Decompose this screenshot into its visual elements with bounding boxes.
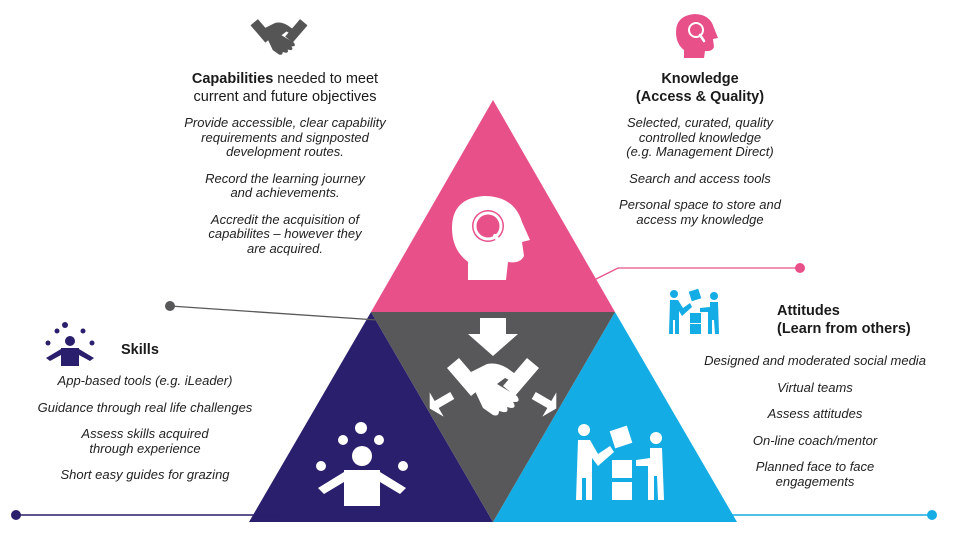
attitudes-item: Virtual teams <box>777 379 853 395</box>
capabilities-block: Capabilities needed to meet current and … <box>135 70 435 256</box>
attitudes-block: Designed and moderated social media Virt… <box>670 353 960 489</box>
skills-item: Assess skills acquired <box>81 426 209 441</box>
knowledge-text: (e.g. Management Direct) <box>626 144 774 159</box>
arrow-right-icon <box>531 392 557 417</box>
knowledge-title: Knowledge <box>661 71 739 87</box>
skills-connector-dot <box>11 510 21 520</box>
skills-item: App-based tools (e.g. iLeader) <box>57 373 233 388</box>
attitudes-item: engagements <box>775 473 855 489</box>
head-search-icon <box>676 14 718 58</box>
skills-triangle <box>249 312 493 522</box>
knowledge-text: controlled knowledge <box>638 129 762 145</box>
capabilities-connector-line <box>169 305 378 321</box>
capabilities-title-rest: needed to meet <box>273 71 379 87</box>
knowledge-connector-line <box>557 267 800 299</box>
knowledge-subtitle: (Access & Quality) <box>635 89 765 105</box>
knowledge-text: access my knowledge <box>636 211 764 227</box>
knowledge-text: Search and access tools <box>629 170 771 186</box>
capabilities-text: and achievements. <box>230 185 340 200</box>
attitudes-item: Designed and moderated social media <box>704 353 926 368</box>
juggler-icon <box>45 322 95 366</box>
skills-title: Skills <box>121 342 159 358</box>
skills-item: Guidance through real life challenges <box>37 399 253 415</box>
attitudes-title-group: Attitudes (Learn from others) <box>777 302 911 338</box>
capabilities-text: Provide accessible, clear capability <box>184 115 386 130</box>
capabilities-title-line2: current and future objectives <box>193 89 377 105</box>
people-building-icon <box>669 288 719 334</box>
skills-item: through experience <box>89 440 201 456</box>
capabilities-text: Accredit the acquisition of <box>210 211 360 227</box>
attitudes-item: Planned face to face <box>755 459 875 474</box>
attitudes-subtitle: (Learn from others) <box>777 321 911 337</box>
skills-item: Short easy guides for grazing <box>60 467 230 482</box>
arrow-left-icon <box>429 392 455 417</box>
knowledge-connector-dot <box>795 263 805 273</box>
attitudes-item: Assess attitudes <box>767 406 863 421</box>
knowledge-text: Selected, curated, quality <box>627 115 773 130</box>
knowledge-text: Personal space to store and <box>619 197 781 212</box>
capabilities-text: development routes. <box>226 144 344 159</box>
arrow-down-icon <box>468 318 518 356</box>
capabilities-text: capabilites – however they <box>208 226 362 241</box>
center-juggler-icon <box>316 422 408 506</box>
capabilities-triangle <box>371 312 615 522</box>
capabilities-text: Record the learning journey <box>205 170 365 186</box>
skills-block: App-based tools (e.g. iLeader) Guidance … <box>5 373 285 483</box>
handshake-icon <box>250 19 308 55</box>
capabilities-title: Capabilities needed to meet <box>135 70 435 88</box>
knowledge-block: Knowledge (Access & Quality) Selected, c… <box>590 70 810 227</box>
attitudes-item: On-line coach/mentor <box>752 432 878 448</box>
capabilities-title-bold: Capabilities <box>191 71 274 87</box>
capabilities-text: requirements and signposted <box>201 129 369 145</box>
attitudes-connector-dot <box>927 510 937 520</box>
attitudes-triangle <box>493 312 737 522</box>
capabilities-text: are acquired. <box>247 240 323 256</box>
center-head-search-icon <box>452 196 530 280</box>
center-people-building-icon <box>576 424 664 500</box>
attitudes-title: Attitudes <box>777 303 840 319</box>
capabilities-connector-dot <box>165 301 175 311</box>
